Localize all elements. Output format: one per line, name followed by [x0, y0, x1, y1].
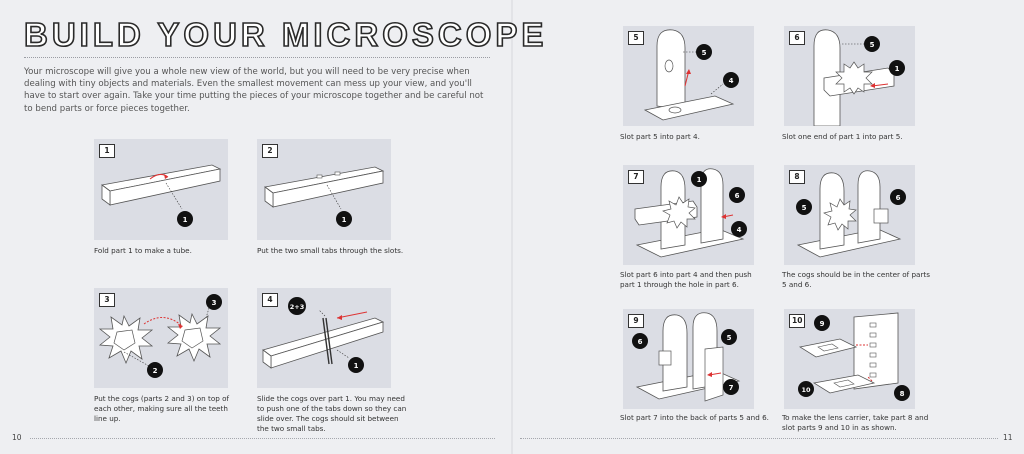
step-8-number: 8: [789, 170, 805, 184]
step-6-drawing: 5 1: [813, 29, 905, 126]
step-9-callout-7: 7: [729, 384, 734, 392]
step-2-caption: Put the two small tabs through the slots…: [257, 246, 404, 255]
step-9-drawing: 6 5 7: [632, 312, 741, 402]
page-number-right: 11: [1003, 433, 1013, 442]
step-10-drawing: 9 10 8: [798, 312, 910, 401]
page-title: BUILD YOUR MICROSCOPE: [23, 15, 548, 54]
footer-divider-left: [30, 438, 495, 439]
step-1-callout-1: 1: [183, 216, 188, 224]
step-6-callout-5: 5: [870, 41, 875, 49]
step-9-callout-6: 6: [638, 338, 643, 346]
step-7-callout-6: 6: [735, 192, 740, 200]
step-5-callout-5: 5: [702, 49, 707, 57]
step-3-caption: Put the cogs (parts 2 and 3) on top of e…: [94, 394, 230, 423]
step-6-caption: Slot one end of part 1 into part 5.: [782, 132, 903, 141]
footer-divider-right: [520, 438, 998, 439]
step-2-number: 2: [262, 144, 278, 158]
step-10-illustration: 9 10 8 10: [784, 309, 915, 409]
step-10-caption: To make the lens carrier, take part 8 an…: [782, 413, 929, 432]
step-7-illustration: 1 6 4 7: [623, 165, 754, 265]
step-6-number: 6: [789, 31, 805, 45]
step-4-caption: Slide the cogs over part 1. You may need…: [257, 394, 407, 433]
step-5-number: 5: [628, 31, 644, 45]
step-4-drawing: 2+3 1: [262, 297, 385, 373]
step-2-drawing: 1: [264, 166, 385, 227]
step-10-callout-10: 10: [801, 386, 811, 394]
step-7-callout-1: 1: [697, 176, 702, 184]
step-5-drawing: 5 4: [643, 29, 739, 121]
step-9-number: 9: [628, 314, 644, 328]
step-7-drawing: 1 6 4: [634, 168, 747, 258]
step-1-drawing: 1: [101, 164, 222, 227]
step-1-caption: Fold part 1 to make a tube.: [94, 246, 192, 255]
step-10-callout-8: 8: [900, 390, 905, 398]
step-3-callout-2: 2: [153, 367, 158, 375]
step-9-illustration: 6 5 7 9: [623, 309, 754, 409]
spread-gutter: [511, 0, 513, 454]
step-1-illustration: 1 1: [94, 139, 228, 240]
intro-paragraph: Your microscope will give you a whole ne…: [24, 67, 484, 114]
step-5-caption: Slot part 5 into part 4.: [620, 132, 700, 141]
step-10-callout-9: 9: [820, 320, 825, 328]
step-5-callout-4: 4: [729, 77, 734, 85]
step-3-illustration: 2 3 3: [94, 288, 228, 388]
step-3-drawing: 2 3: [98, 294, 222, 378]
step-6-illustration: 5 1 6: [784, 26, 915, 126]
step-3-number: 3: [99, 293, 115, 307]
step-8-caption: The cogs should be in the center of part…: [782, 270, 930, 289]
step-2-callout-1: 1: [342, 216, 347, 224]
step-8-callout-5: 5: [802, 204, 807, 212]
step-3-callout-3: 3: [212, 299, 217, 307]
step-8-callout-6: 6: [896, 194, 901, 202]
step-4-number: 4: [262, 293, 278, 307]
step-4-callout-1: 1: [354, 362, 359, 370]
step-5-illustration: 5 4 5: [623, 26, 754, 126]
step-7-caption: Slot part 6 into part 4 and then push pa…: [620, 270, 752, 289]
step-4-callout-2plus3: 2+3: [290, 303, 305, 311]
step-1-number: 1: [99, 144, 115, 158]
step-7-callout-4: 4: [737, 226, 742, 234]
step-9-caption: Slot part 7 into the back of parts 5 and…: [620, 413, 769, 422]
step-7-number: 7: [628, 170, 644, 184]
step-8-drawing: 5 6: [796, 170, 906, 258]
step-10-number: 10: [789, 314, 806, 328]
step-9-callout-5: 5: [727, 334, 732, 342]
title-divider: [24, 57, 490, 58]
step-2-illustration: 1 2: [257, 139, 391, 240]
step-6-callout-1: 1: [895, 65, 900, 73]
page-number-left: 10: [12, 433, 22, 442]
step-8-illustration: 5 6 8: [784, 165, 915, 265]
step-4-illustration: 2+3 1 4: [257, 288, 391, 388]
